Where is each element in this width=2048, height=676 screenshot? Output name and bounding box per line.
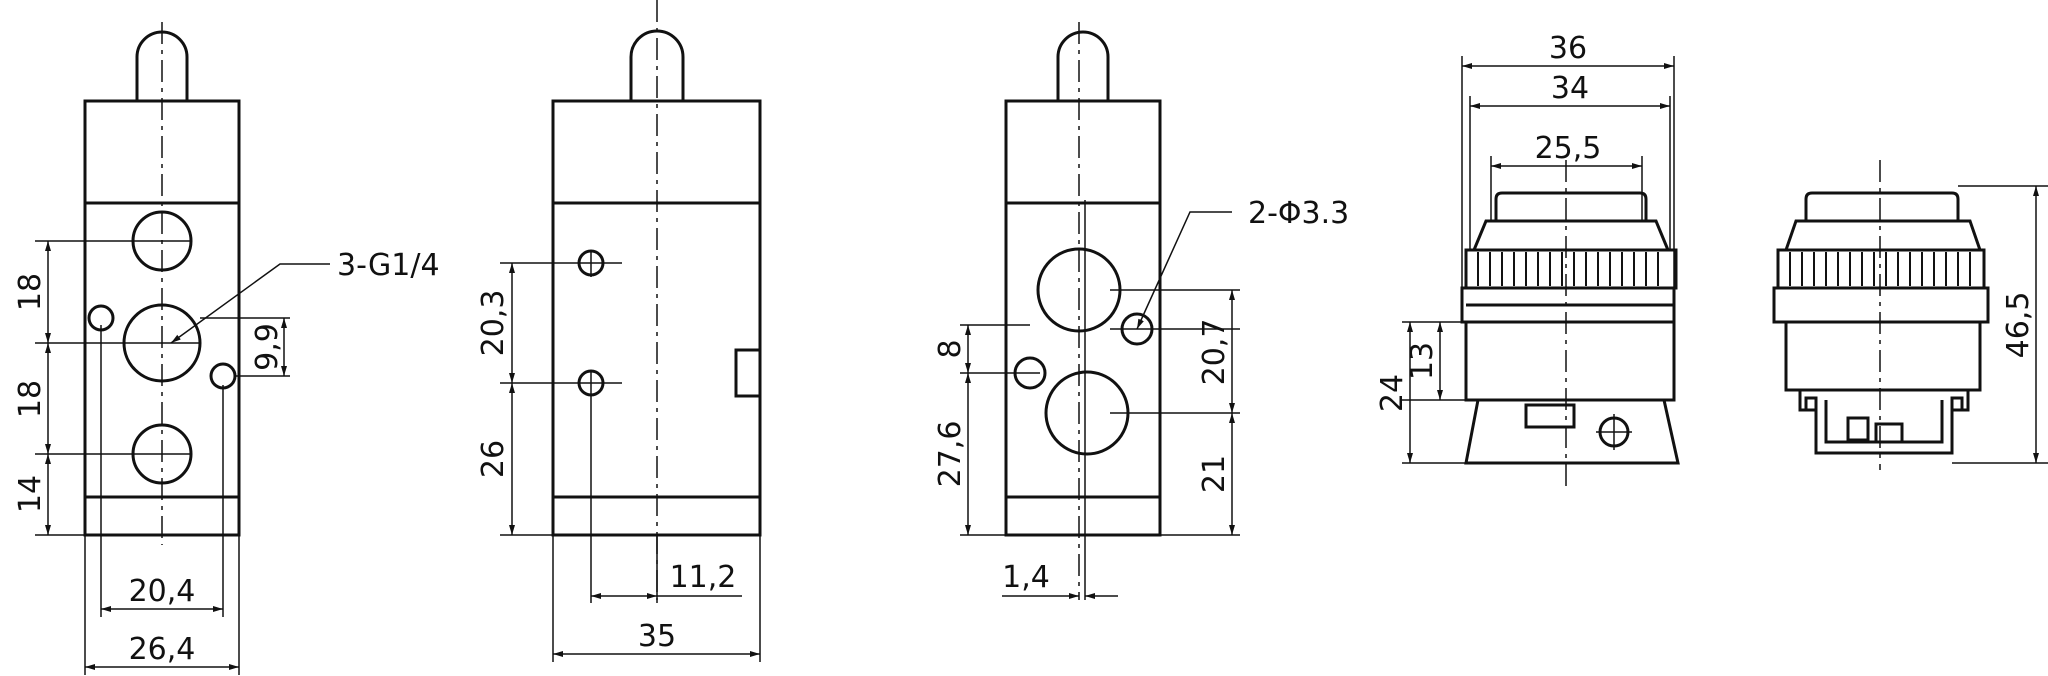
dim-label-18-lower: 18 (13, 380, 48, 418)
side-view: 20,3 26 11,2 35 (476, 0, 762, 662)
dim-label-11-2: 11,2 (670, 560, 737, 595)
dim-label-27-6: 27,6 (933, 421, 968, 488)
dim-label-13: 13 (1405, 342, 1440, 380)
front-view: 18 18 14 9,9 20,4 26,4 3-G1/4 (13, 22, 440, 675)
dim-label-14: 14 (13, 475, 48, 513)
front-knurled-ring-ribs (1789, 252, 1971, 286)
dim-label-20-4: 20,4 (129, 574, 196, 609)
dim-label-26: 26 (476, 440, 511, 478)
dim-label-24: 24 (1375, 374, 1410, 412)
dim-label-34: 34 (1551, 71, 1589, 106)
button-front-view: 46,5 (1772, 160, 2048, 470)
rear-view: 20,7 21 8 27,6 1,4 2-Φ3.3 (933, 22, 1349, 600)
dim-label-8: 8 (933, 339, 968, 358)
button-side-view: 36 34 25,5 24 13 (1375, 31, 1680, 490)
dim-label-20-7: 20,7 (1197, 319, 1232, 386)
mounting-hole-right (209, 362, 237, 390)
knurled-ring-ribs (1477, 252, 1659, 286)
contact-block (1798, 390, 1970, 455)
dim-label-9-9: 9,9 (250, 323, 285, 371)
dim-label-25-5: 25,5 (1535, 131, 1602, 166)
dim-label-35: 35 (638, 619, 676, 654)
dim-label-18-upper: 18 (13, 273, 48, 311)
dim-label-1-4: 1,4 (1002, 560, 1050, 595)
dim-label-36: 36 (1549, 31, 1587, 66)
dim-label-21: 21 (1197, 455, 1232, 493)
dim-label-26-4: 26,4 (129, 632, 196, 667)
dim-label-46-5: 46,5 (2001, 292, 2036, 359)
thread-port-callout: 3-G1/4 (337, 248, 440, 283)
dim-label-20-3: 20,3 (476, 290, 511, 357)
mounting-hole-callout: 2-Φ3.3 (1248, 196, 1349, 231)
